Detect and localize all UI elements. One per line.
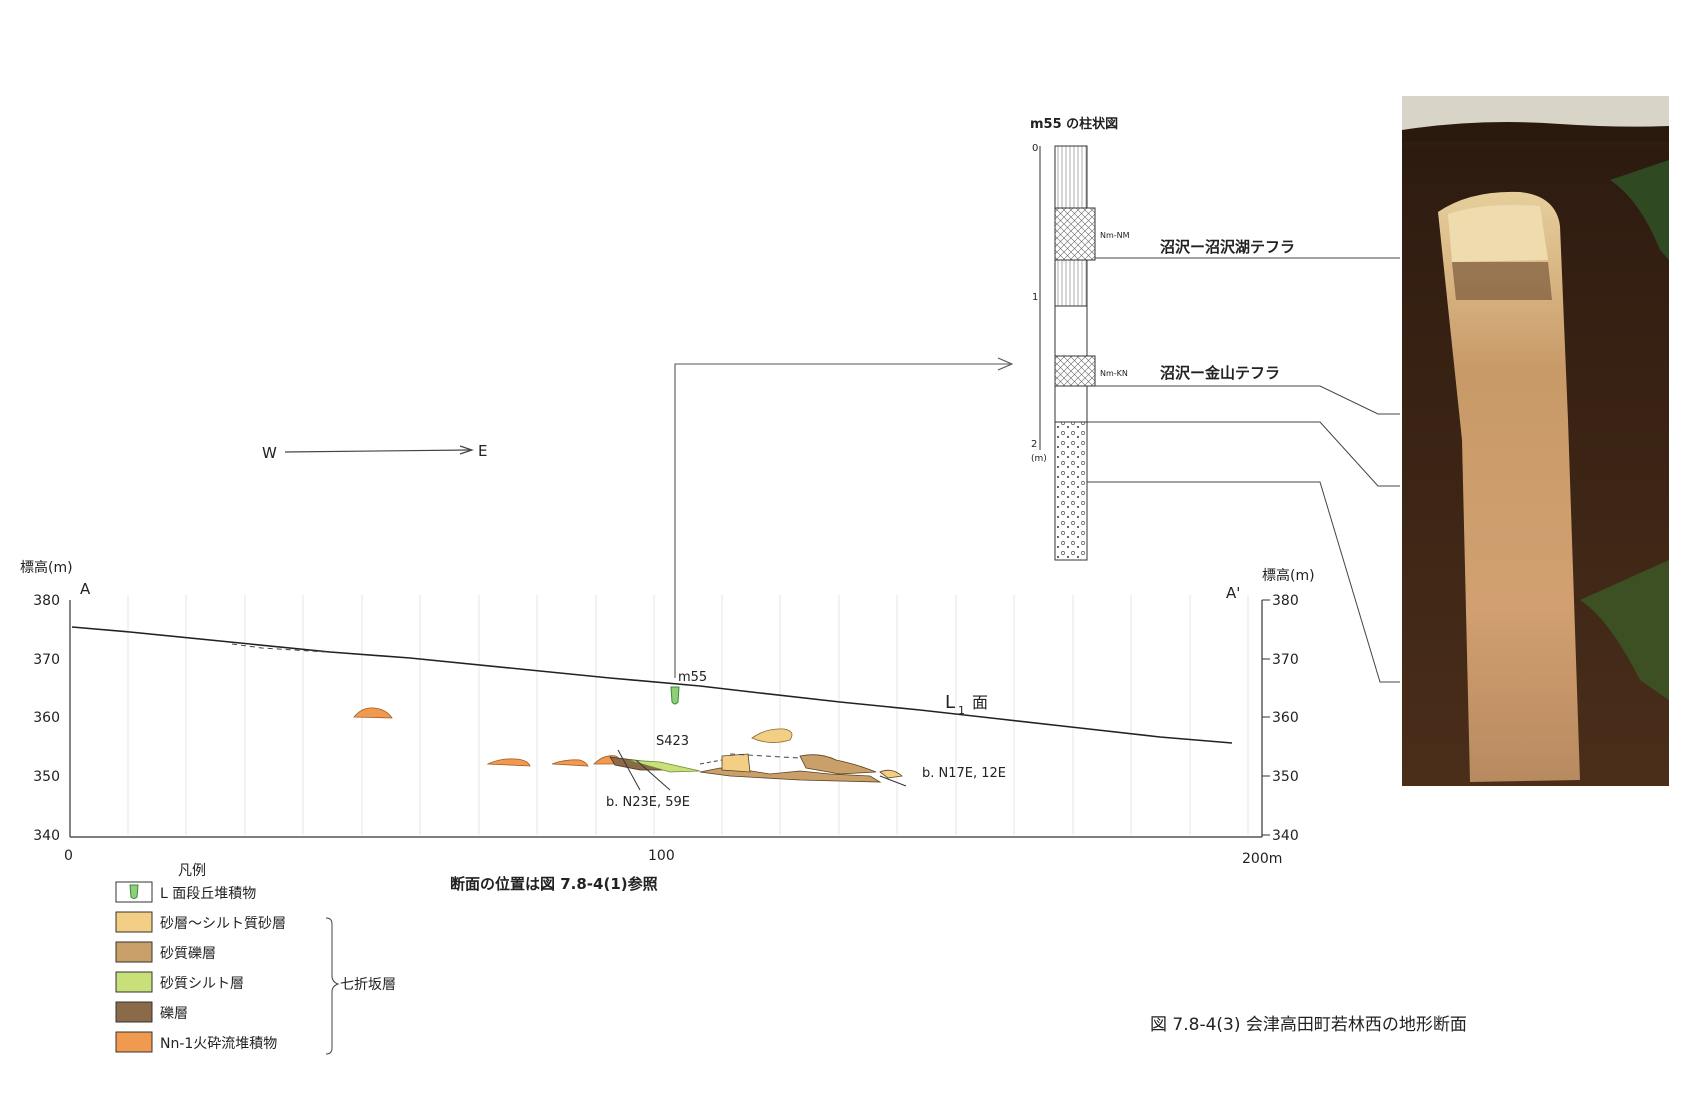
y-tick-right-340: 340 — [1272, 828, 1299, 844]
surface-label-main: L — [945, 692, 955, 713]
section-end-left: A — [80, 580, 91, 598]
cross-section: 標高(m) 380 370 360 350 340 A 標高(m) 380 37… — [20, 357, 1315, 893]
legend-item-1: L 面段丘堆積物 — [115, 881, 256, 903]
tephra-label-2: 沼沢ー金山テフラ — [1160, 364, 1280, 382]
ground-surface-line — [71, 626, 1233, 744]
section-end-right: A' — [1226, 584, 1240, 602]
right-axis-title: 標高(m) — [1262, 567, 1315, 584]
y-tick-right-380: 380 — [1272, 593, 1299, 609]
borehole-leader-line — [674, 363, 1010, 678]
x-tick-100: 100 — [648, 848, 675, 864]
y-tick-right-370: 370 — [1272, 652, 1299, 668]
depth-tick-2: 2 — [1031, 439, 1037, 450]
figure-caption: 図 7.8-4(3) 会津高田町若林西の地形断面 — [1150, 1015, 1467, 1035]
y-tick-380: 380 — [33, 593, 60, 609]
x-tick-200: 200m — [1242, 851, 1282, 867]
deposit-sand-main-4 — [879, 769, 903, 779]
legend-item-3: 砂質礫層 — [115, 941, 216, 963]
layer-gravel — [1054, 421, 1088, 561]
legend-label-3: 砂質礫層 — [160, 946, 216, 962]
legend-group-bracket — [325, 917, 340, 1055]
deposit-isolated-2 — [486, 758, 531, 767]
legend-label-4: 砂質シルト層 — [160, 976, 244, 992]
depth-unit: (m) — [1031, 454, 1047, 464]
code-kn: Nm-KN — [1100, 369, 1128, 378]
legend-label-6: Nn-1火砕流堆積物 — [160, 1036, 277, 1052]
y-tick-350: 350 — [33, 769, 60, 785]
deposit-sand-main-3 — [799, 754, 877, 775]
column-title: m55 の柱状図 — [1030, 116, 1118, 132]
legend-item-5: 礫層 — [115, 1001, 188, 1023]
legend-group-label: 七折坂層 — [340, 977, 396, 993]
y-tick-340: 340 — [33, 828, 60, 844]
legend-label-5: 礫層 — [160, 1006, 188, 1022]
orientation-arrow: W E — [262, 442, 487, 462]
columnar-section: m55 の柱状図 0 1 2 (m) Nm-NM Nm-KN 沼沢ー沼沢湖テフラ… — [1030, 116, 1400, 683]
legend-item-4: 砂質シルト層 — [115, 971, 244, 993]
layer-tephra-kn — [1054, 355, 1096, 387]
tephra-label-1: 沼沢ー沼沢湖テフラ — [1160, 238, 1295, 256]
deposit-isolated-3 — [551, 759, 589, 767]
layer-topsoil — [1054, 145, 1088, 209]
surface-label-suffix: 面 — [972, 693, 988, 712]
legend-label-2: 砂層～シルト質砂層 — [160, 916, 286, 932]
legend-title: 凡例 — [178, 863, 206, 879]
y-tick-370: 370 — [33, 652, 60, 668]
bedding-label-1: b. N23E, 59E — [606, 795, 690, 810]
y-tick-right-350: 350 — [1272, 769, 1299, 785]
east-label: E — [478, 442, 487, 460]
deposit-sand-lens — [751, 728, 793, 743]
code-nm: Nm-NM — [1100, 231, 1130, 240]
layer-plain-2 — [1054, 385, 1088, 423]
legend-item-2: 砂層～シルト質砂層 — [115, 911, 286, 933]
surface-label-sub: 1 — [958, 704, 965, 717]
x-tick-0: 0 — [64, 848, 73, 864]
layer-tephra-nm — [1054, 207, 1096, 261]
site-label: S423 — [656, 734, 689, 749]
bedding-label-2: b. N17E, 12E — [922, 766, 1006, 781]
borehole-label: m55 — [678, 670, 707, 685]
layer-silt — [1054, 259, 1088, 307]
grid-lines — [127, 595, 1249, 835]
legend-item-6: Nn-1火砕流堆積物 — [115, 1031, 277, 1053]
depth-tick-1: 1 — [1032, 292, 1038, 303]
legend-label-1: L 面段丘堆積物 — [160, 886, 256, 902]
deposit-sand-main-2 — [721, 753, 751, 773]
y-tick-360: 360 — [33, 710, 60, 726]
west-label: W — [262, 444, 277, 462]
trench-photo — [1402, 96, 1669, 786]
depth-tick-0: 0 — [1032, 143, 1038, 154]
location-note: 断面の位置は図 7.8-4(1)参照 — [450, 875, 658, 893]
left-axis-title: 標高(m) — [20, 559, 73, 576]
legend: 凡例 L 面段丘堆積物 砂層～シルト質砂層 砂質礫層 砂質シルト層 礫層 Nn-… — [115, 863, 396, 1055]
deposit-silt-main — [627, 759, 701, 773]
y-tick-right-360: 360 — [1272, 710, 1299, 726]
borehole-marker — [670, 686, 680, 705]
layer-plain — [1054, 305, 1088, 357]
deposit-isolated-1 — [353, 707, 393, 719]
